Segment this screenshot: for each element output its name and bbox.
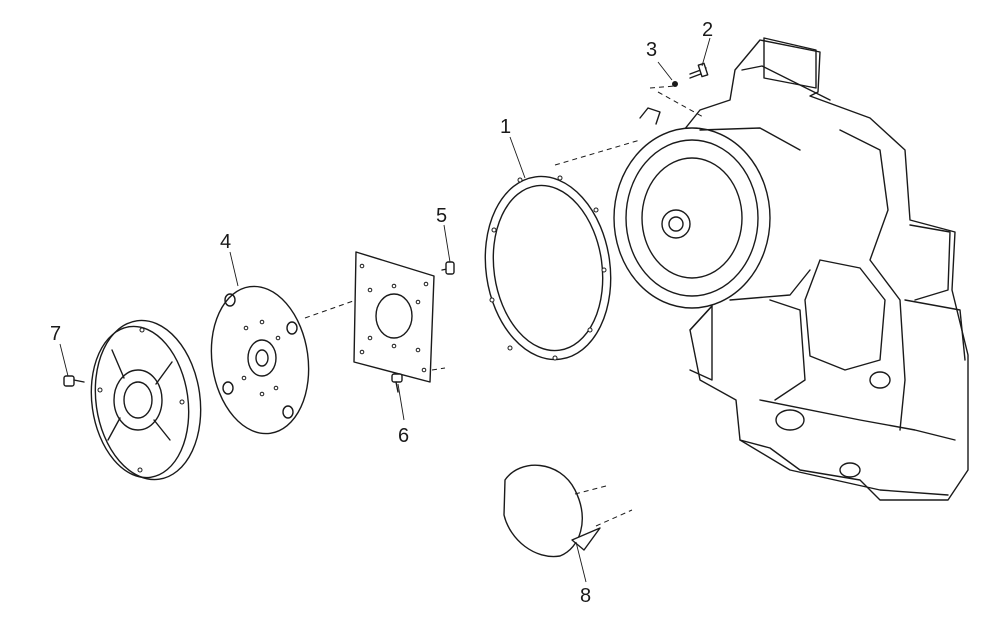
bolt-part-2 xyxy=(689,62,709,79)
callout-3: 3 xyxy=(646,39,657,61)
callout-4: 4 xyxy=(220,231,231,253)
callout-2: 2 xyxy=(702,19,713,41)
washer-part-3 xyxy=(672,81,678,87)
bolt-part-7 xyxy=(63,375,85,387)
converter-face xyxy=(613,127,811,309)
bolt-part-5 xyxy=(441,261,455,275)
callout-labels: 1 2 3 4 5 6 7 8 xyxy=(50,19,713,607)
callout-8: 8 xyxy=(580,585,591,607)
flywheel-disc xyxy=(90,319,202,481)
callout-5: 5 xyxy=(436,205,447,227)
adapter-plate xyxy=(353,251,435,383)
leader-lines xyxy=(59,37,711,583)
callout-6: 6 xyxy=(398,425,409,447)
assembly-guide-lines xyxy=(304,85,706,527)
flex-plate xyxy=(210,285,310,435)
callout-1: 1 xyxy=(500,116,511,138)
cover-plate xyxy=(503,464,601,558)
callout-7: 7 xyxy=(50,323,61,345)
bolt-part-6 xyxy=(391,373,403,393)
gasket-ring xyxy=(484,175,612,361)
